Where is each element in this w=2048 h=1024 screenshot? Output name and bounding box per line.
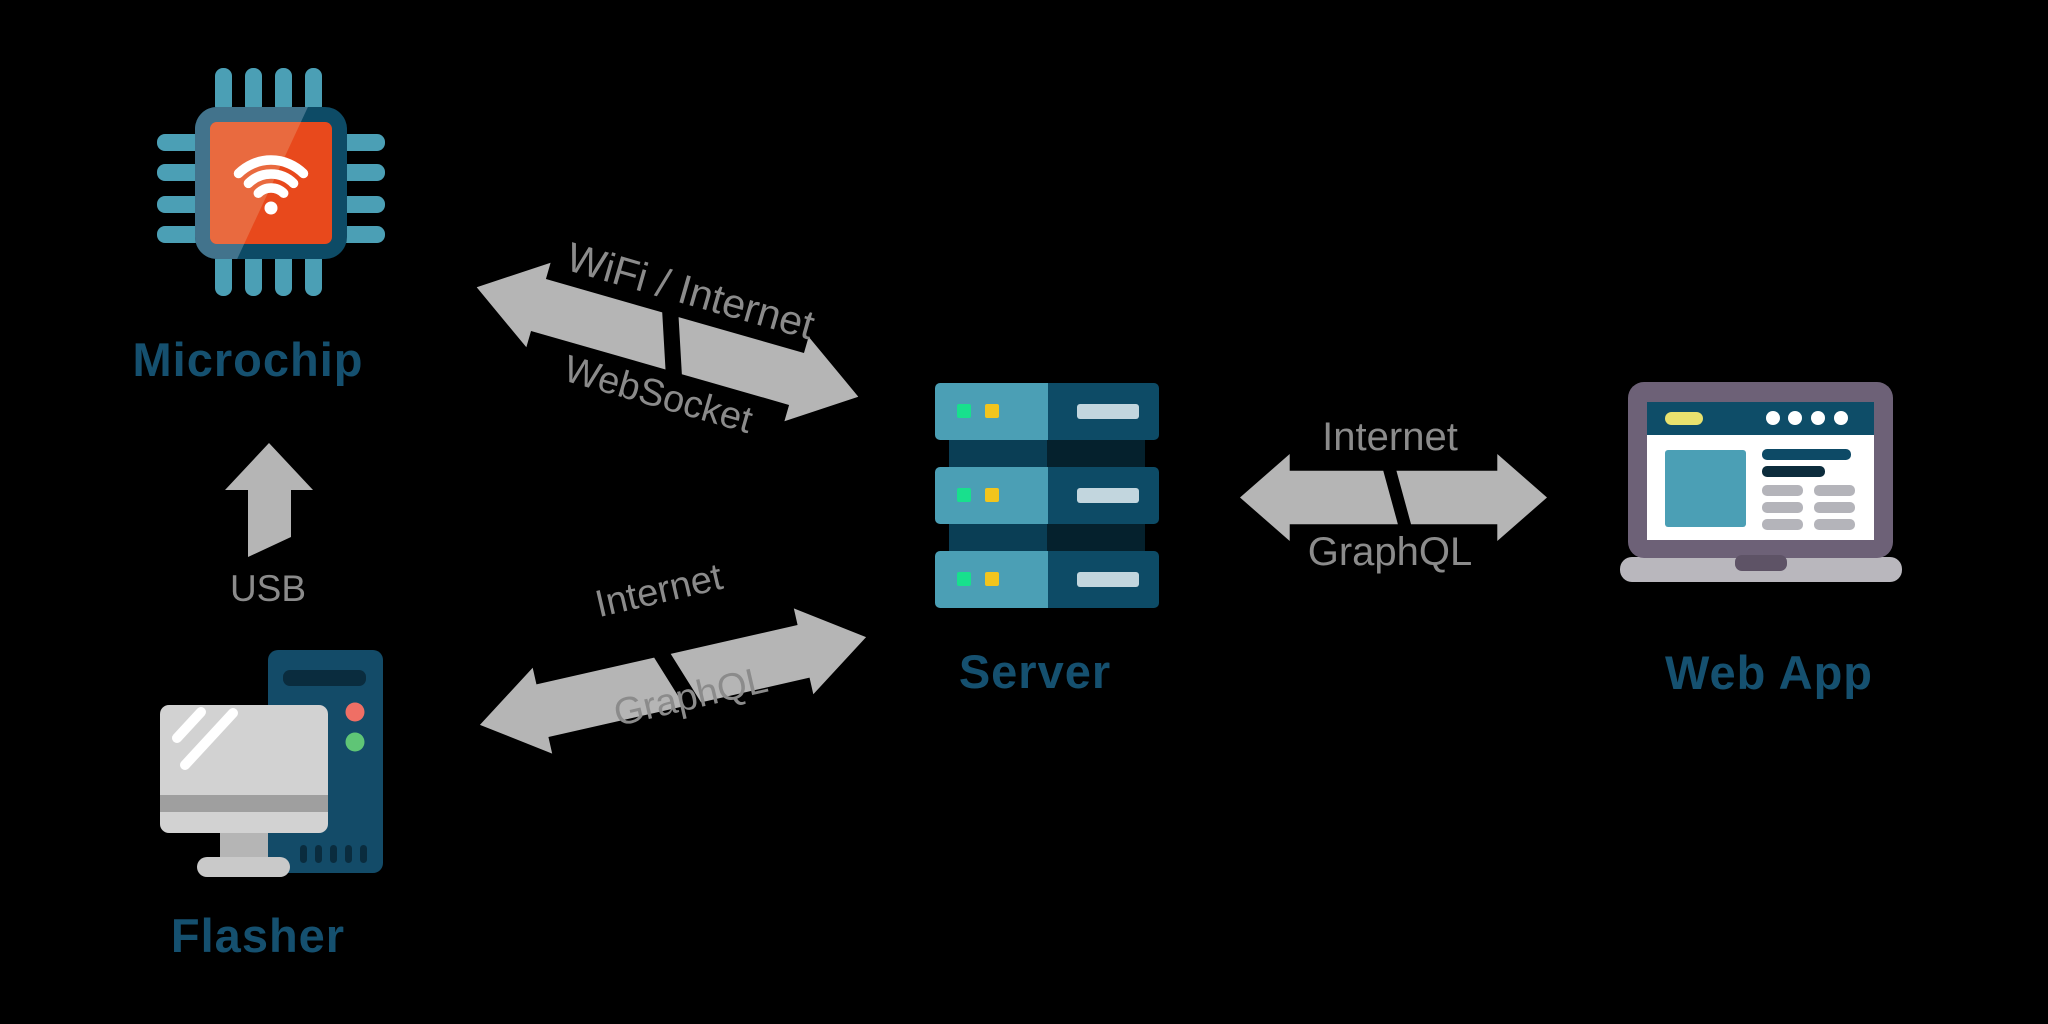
wifi-icon: [233, 155, 309, 199]
webapp-label: Web App: [1664, 646, 1874, 699]
flasher-server-top-label: Internet: [591, 556, 727, 626]
monitor-stand: [197, 857, 290, 877]
microchip-label: Microchip: [132, 333, 364, 386]
content-block: [1665, 450, 1746, 527]
chip-pins: [157, 68, 385, 296]
flasher-label: Flasher: [170, 909, 346, 962]
server-webapp-arrow-icon: [1240, 450, 1547, 545]
server-label: Server: [958, 645, 1112, 698]
red-led: [345, 702, 365, 722]
desktop-computer-icon: [155, 645, 390, 877]
screen-glare: [172, 707, 238, 770]
server-webapp-bottom-label: GraphQL: [1307, 530, 1473, 574]
server-icon: [935, 383, 1159, 608]
server-leds: [957, 404, 1139, 587]
microchip-icon: [155, 66, 387, 298]
flasher-server-arrow-icon: [469, 590, 876, 771]
server-webapp-top-label: Internet: [1322, 415, 1458, 459]
laptop-icon: [1613, 373, 1905, 585]
usb-label: USB: [229, 568, 307, 609]
header-dots: [1766, 411, 1848, 425]
microchip-server-arrow-icon: [463, 241, 871, 443]
green-led: [345, 732, 365, 752]
text-lines: [1762, 485, 1855, 530]
usb-up-arrow-icon: [225, 443, 313, 557]
